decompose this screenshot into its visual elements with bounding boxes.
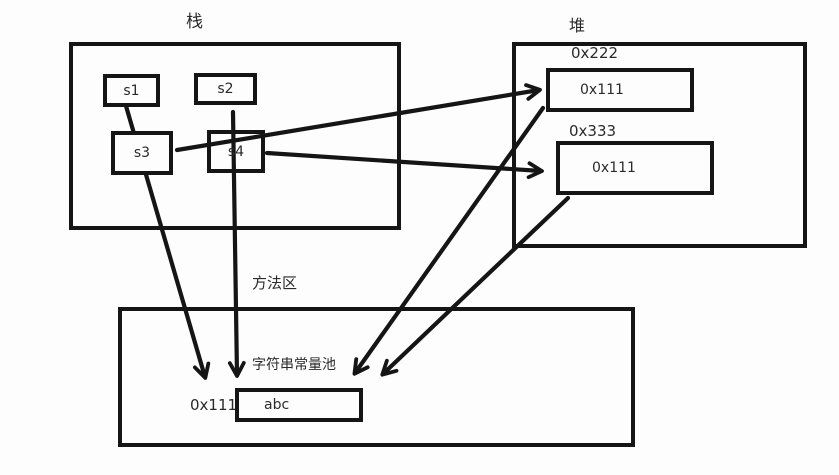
heap-object-0x222-value: 0x111 (580, 82, 624, 98)
stack-frame-s4-label: s4 (227, 143, 245, 160)
heap-object-0x333-address: 0x333 (569, 122, 617, 140)
stack-frame-s1: s1 (103, 74, 160, 107)
stack-frame-s1-label: s1 (123, 82, 140, 99)
heap-object-0x333-value: 0x111 (592, 160, 636, 176)
heap-object-0x333-box: 0x111 (556, 141, 714, 195)
heap-object-0x222-address: 0x222 (571, 44, 619, 62)
pool-entry-box: abc (235, 388, 363, 422)
stack-title: 栈 (186, 12, 203, 32)
pool-entry-address: 0x111 (190, 396, 238, 414)
pool-entry-value: abc (264, 397, 290, 413)
heap-title: 堆 (569, 16, 586, 35)
stack-frame-s4: s4 (207, 130, 265, 173)
stack-frame-s2: s2 (194, 73, 257, 105)
stack-frame-s3-label: s3 (133, 145, 151, 161)
stack-frame-s2-label: s2 (217, 81, 234, 97)
stack-region-box (69, 42, 401, 230)
method-area-box (118, 307, 635, 447)
method-area-title: 方法区 (252, 274, 298, 292)
heap-region-box (512, 42, 807, 248)
string-pool-title: 字符串常量池 (252, 357, 336, 373)
heap-object-0x222-box: 0x111 (546, 68, 694, 112)
stack-frame-s3: s3 (111, 131, 173, 175)
